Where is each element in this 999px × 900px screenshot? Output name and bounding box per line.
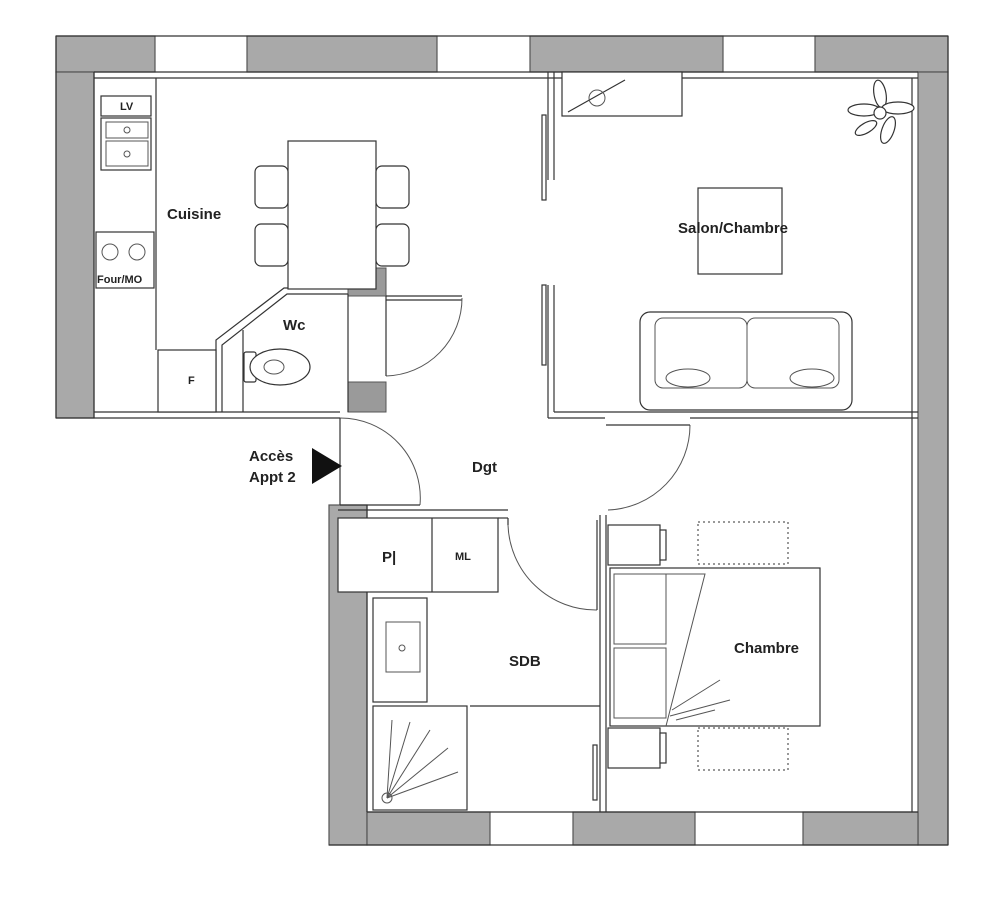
fixture-label-placard: P| — [382, 549, 396, 566]
bedside-rug-bottom — [697, 727, 789, 771]
inner-outline — [55, 35, 949, 846]
fixture-label-fridge: F — [188, 375, 195, 387]
access-label-line2: Appt 2 — [249, 469, 296, 486]
doors — [339, 114, 691, 801]
room-label-sdb: SDB — [509, 653, 541, 670]
salon-furniture — [561, 71, 915, 411]
room-label-dgt: Dgt — [472, 459, 497, 476]
bathroom — [372, 597, 468, 811]
room-label-chambre: Chambre — [734, 640, 799, 657]
access-arrow-icon — [312, 448, 342, 484]
bedside-rug-top — [697, 521, 789, 565]
access-label-line1: Accès — [249, 448, 293, 465]
fixture-label-ml: ML — [455, 551, 471, 563]
room-label-cuisine: Cuisine — [167, 206, 221, 223]
room-label-wc: Wc — [283, 317, 306, 334]
fixture-label-four: Four/MO — [97, 274, 143, 286]
kitchen — [95, 78, 410, 413]
toilet — [243, 348, 311, 386]
room-label-salon: Salon/Chambre — [678, 220, 788, 237]
bedroom — [607, 521, 821, 771]
exterior-walls — [55, 35, 949, 846]
plant-icon — [847, 79, 915, 144]
fixture-label-lv: LV — [120, 101, 134, 113]
interior-walls — [215, 72, 918, 812]
